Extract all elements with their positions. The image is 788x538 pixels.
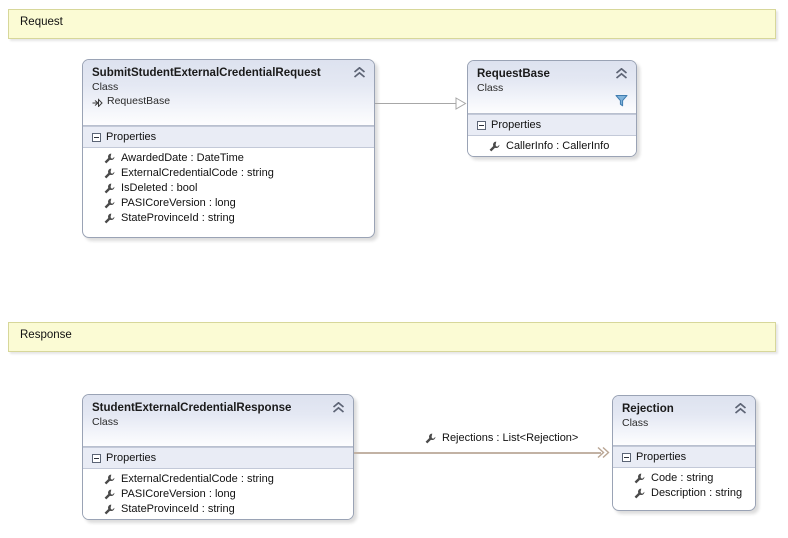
member-label: PASICoreVersion : long — [121, 197, 236, 209]
section-banner-response-label: Response — [20, 329, 72, 341]
compartment-header-properties[interactable]: Properties — [613, 446, 755, 468]
class-box-submit-student-external-credential-request[interactable]: SubmitStudentExternalCredentialRequest C… — [82, 59, 375, 238]
section-banner-request[interactable]: Request — [8, 9, 776, 39]
chevron-up-icon[interactable] — [332, 402, 345, 414]
wrench-icon — [634, 488, 645, 499]
association-label[interactable]: Rejections : List<Rejection> — [425, 432, 578, 445]
member-label: StateProvinceId : string — [121, 212, 235, 224]
class-title: Rejection — [622, 403, 674, 415]
class-title: RequestBase — [477, 68, 550, 80]
member-row[interactable]: PASICoreVersion : long — [83, 196, 374, 211]
member-row[interactable]: IsDeleted : bool — [83, 181, 374, 196]
association-arrowhead-icon — [597, 446, 612, 459]
member-row[interactable]: Description : string — [613, 486, 755, 501]
wrench-icon — [104, 153, 115, 164]
section-banner-response[interactable]: Response — [8, 322, 776, 352]
member-row[interactable]: PASICoreVersion : long — [83, 487, 353, 502]
wrench-icon — [104, 198, 115, 209]
wrench-icon — [489, 141, 500, 152]
member-label: ExternalCredentialCode : string — [121, 167, 274, 179]
collapse-minus-icon[interactable] — [477, 120, 486, 130]
member-row[interactable]: ExternalCredentialCode : string — [83, 472, 353, 487]
base-class-arrow-icon — [92, 97, 103, 108]
class-stereotype: Class — [477, 82, 504, 94]
connector-inheritance-line[interactable] — [375, 103, 457, 104]
member-label: AwardedDate : DateTime — [121, 152, 244, 164]
member-label: Description : string — [651, 487, 743, 499]
member-list: AwardedDate : DateTime ExternalCredentia… — [83, 148, 374, 231]
compartment-title: Properties — [106, 131, 157, 143]
wrench-icon — [104, 489, 115, 500]
class-base-class-row: RequestBase — [92, 95, 365, 108]
member-row[interactable]: StateProvinceId : string — [83, 211, 374, 226]
funnel-icon[interactable] — [615, 94, 628, 107]
compartment-title: Properties — [491, 119, 542, 131]
compartment-header-properties[interactable]: Properties — [83, 126, 374, 148]
wrench-icon — [104, 504, 115, 515]
class-title: StudentExternalCredentialResponse — [92, 402, 292, 414]
class-title: SubmitStudentExternalCredentialRequest — [92, 67, 321, 79]
class-header: StudentExternalCredentialResponse Class — [83, 395, 353, 447]
member-label: ExternalCredentialCode : string — [121, 473, 274, 485]
inheritance-arrowhead-icon — [455, 97, 467, 110]
class-box-request-base[interactable]: RequestBase Class Properties CallerInfo … — [467, 60, 637, 157]
class-box-rejection[interactable]: Rejection Class Properties Code : string… — [612, 395, 756, 511]
class-header: Rejection Class — [613, 396, 755, 446]
member-row[interactable]: StateProvinceId : string — [83, 502, 353, 517]
base-class-name: RequestBase — [107, 95, 171, 107]
connector-association-line[interactable] — [354, 452, 601, 454]
chevron-up-icon[interactable] — [353, 67, 366, 79]
compartment-title: Properties — [636, 451, 687, 463]
class-stereotype: Class — [92, 81, 119, 93]
section-banner-request-label: Request — [20, 16, 63, 28]
member-list: CallerInfo : CallerInfo — [468, 136, 636, 156]
compartment-header-properties[interactable]: Properties — [468, 114, 636, 136]
wrench-icon — [104, 213, 115, 224]
member-label: Code : string — [651, 472, 714, 484]
class-header: RequestBase Class — [468, 61, 636, 114]
member-row[interactable]: Code : string — [613, 471, 755, 486]
wrench-icon — [104, 474, 115, 485]
member-label: PASICoreVersion : long — [121, 488, 236, 500]
association-label-text: Rejections : List<Rejection> — [442, 432, 579, 444]
member-row[interactable]: CallerInfo : CallerInfo — [468, 139, 636, 154]
chevron-up-icon[interactable] — [734, 403, 747, 415]
class-stereotype: Class — [92, 416, 119, 428]
member-row[interactable]: ExternalCredentialCode : string — [83, 166, 374, 181]
class-header: SubmitStudentExternalCredentialRequest C… — [83, 60, 374, 126]
collapse-minus-icon[interactable] — [92, 132, 101, 142]
wrench-icon — [634, 473, 645, 484]
chevron-up-icon[interactable] — [615, 68, 628, 80]
wrench-icon — [425, 433, 436, 444]
member-list: Code : string Description : string — [613, 468, 755, 506]
compartment-title: Properties — [106, 452, 157, 464]
compartment-header-properties[interactable]: Properties — [83, 447, 353, 469]
member-label: StateProvinceId : string — [121, 503, 235, 515]
member-list: ExternalCredentialCode : string PASICore… — [83, 469, 353, 519]
collapse-minus-icon[interactable] — [622, 452, 631, 462]
wrench-icon — [104, 183, 115, 194]
wrench-icon — [104, 168, 115, 179]
member-label: IsDeleted : bool — [121, 182, 198, 194]
member-row[interactable]: AwardedDate : DateTime — [83, 151, 374, 166]
class-box-student-external-credential-response[interactable]: StudentExternalCredentialResponse Class … — [82, 394, 354, 520]
class-stereotype: Class — [622, 417, 649, 429]
collapse-minus-icon[interactable] — [92, 453, 101, 463]
member-label: CallerInfo : CallerInfo — [506, 140, 610, 152]
